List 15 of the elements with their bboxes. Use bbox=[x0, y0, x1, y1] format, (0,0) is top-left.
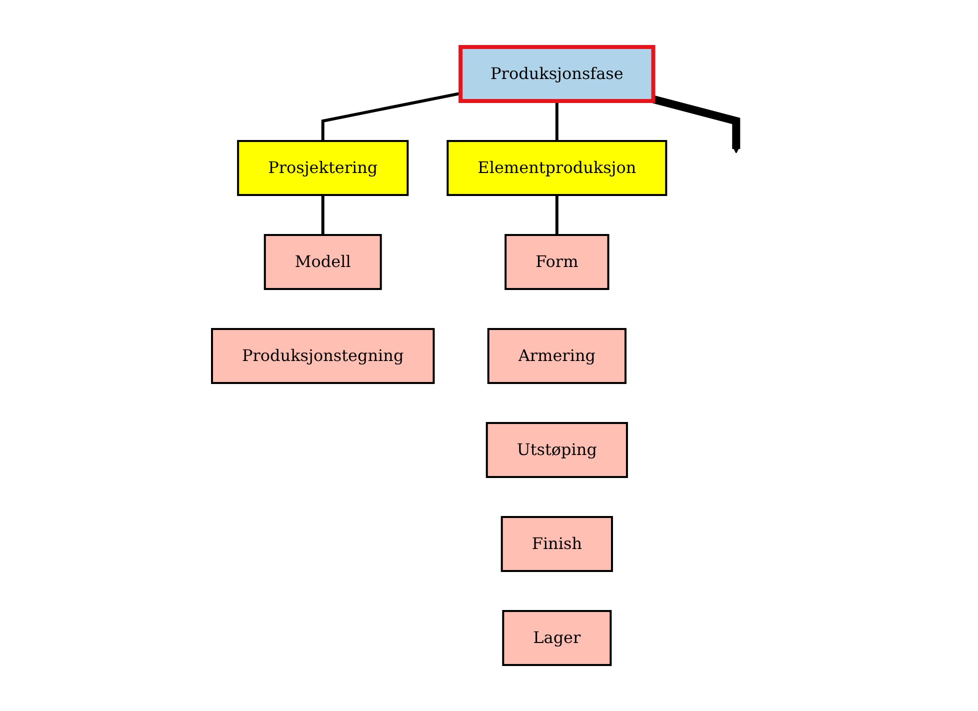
node-box: Armering bbox=[487, 328, 626, 384]
connector bbox=[555, 100, 558, 140]
node-box: Prosjektering bbox=[236, 140, 409, 196]
node-box: Utstøping bbox=[486, 422, 628, 478]
node-box: Finish bbox=[500, 516, 613, 572]
node-box: Form bbox=[504, 234, 610, 290]
node-box: Modell bbox=[264, 234, 382, 290]
node-box: Produksjonstegning bbox=[210, 328, 435, 384]
node-box: Elementproduksjon bbox=[446, 140, 668, 196]
connector bbox=[321, 194, 324, 234]
arrow bbox=[652, 94, 740, 153]
connector bbox=[555, 194, 558, 234]
node-box: Lager bbox=[502, 610, 612, 666]
node-box: Produksjonsfase bbox=[458, 44, 656, 102]
connector bbox=[321, 91, 461, 140]
